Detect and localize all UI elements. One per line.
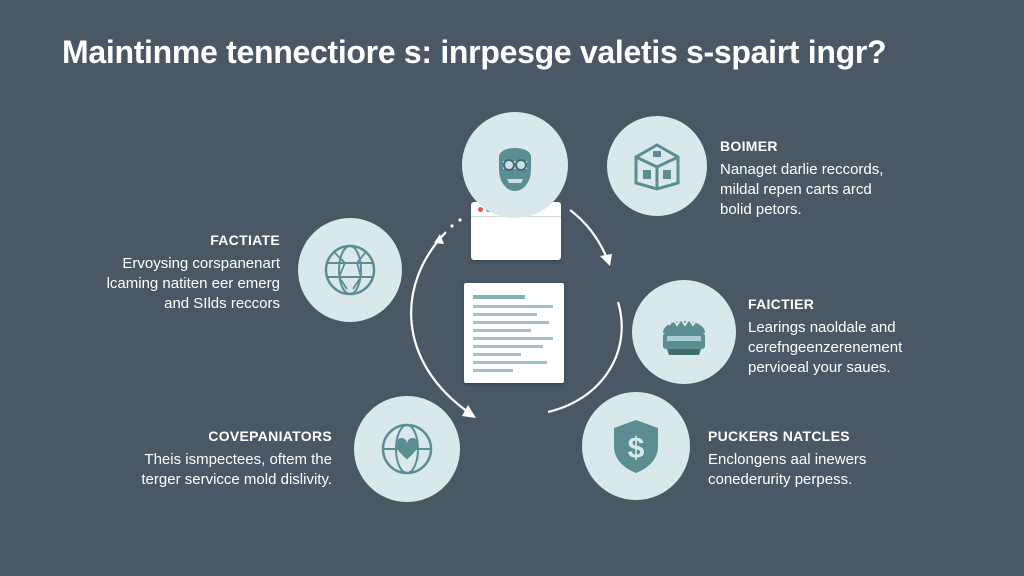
- globe-heading: FACTIATE: [210, 232, 280, 248]
- house-label: BOIMER Nanaget darlie reccords, mildal r…: [720, 138, 883, 220]
- helmet-heading: FAICTIER: [748, 296, 815, 312]
- face-icon: [499, 148, 531, 191]
- house-node: [607, 116, 707, 216]
- helmet-node: [632, 280, 736, 384]
- globe-text: Ervoysing corspanenart lcaming natiten e…: [106, 255, 280, 312]
- house-icon: [634, 143, 680, 191]
- dollar-shield-heading: PUCKERS NATCLES: [708, 428, 850, 444]
- house-heading: BOIMER: [720, 138, 778, 154]
- svg-text:$: $: [628, 432, 645, 465]
- dollar-shield-text: Enclongens aal inewers conederurity perp…: [708, 451, 867, 488]
- globe-heart-label: COVEPANIATORS Theis ismpectees, oftem th…: [141, 428, 332, 490]
- globe-heart-icon: [381, 423, 433, 475]
- dollar-shield-label: PUCKERS NATCLES Enclongens aal inewers c…: [708, 428, 866, 490]
- globe-icon: [324, 244, 376, 296]
- globe-heart-heading: COVEPANIATORS: [208, 428, 332, 444]
- face-node: [462, 112, 568, 218]
- globe-node: [298, 218, 402, 322]
- document-icon: [464, 283, 564, 383]
- helmet-text: Learings naoldale and cerefngeenzereneme…: [748, 319, 903, 376]
- dollar-shield-icon: $: [614, 420, 658, 473]
- globe-heart-node: [354, 396, 460, 502]
- house-text: Nanaget darlie reccords, mildal repen ca…: [720, 161, 884, 218]
- globe-heart-text: Theis ismpectees, oftem the terger servi…: [141, 451, 332, 488]
- browser-close-dot: [478, 207, 483, 212]
- globe-label: FACTIATE Ervoysing corspanenart lcaming …: [107, 232, 280, 314]
- helmet-icon: [663, 317, 705, 355]
- page-title: Maintinme tennectiore s: inrpesge valeti…: [62, 34, 887, 70]
- dollar-shield-node: $: [582, 392, 690, 500]
- helmet-label: FAICTIER Learings naoldale and cerefngee…: [748, 296, 902, 378]
